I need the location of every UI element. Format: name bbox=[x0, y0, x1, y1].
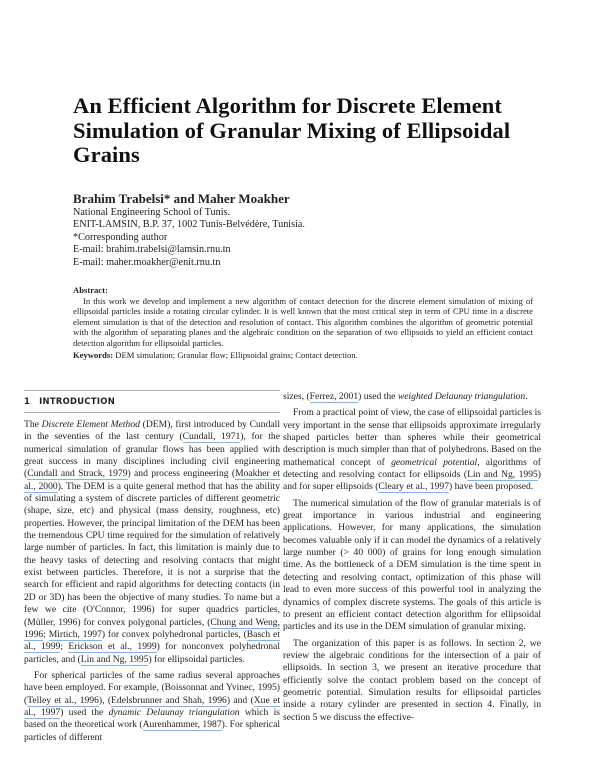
paragraph: The Discrete Element Method (DEM), first… bbox=[24, 419, 281, 666]
emphasis: Discrete Element Method bbox=[41, 419, 140, 430]
citation-link[interactable]: Erickson et al., 1999 bbox=[68, 641, 157, 654]
left-column: The Discrete Element Method (DEM), first… bbox=[24, 419, 280, 744]
email-line: E-mail: maher.moakher@enit.rnu.tn bbox=[73, 256, 221, 268]
citation-link[interactable]: Lin and Ng, 1995 bbox=[80, 653, 149, 666]
citation-link[interactable]: Lin and Ng, 1995 bbox=[467, 469, 538, 482]
citation-link[interactable]: Mirtich, 1997 bbox=[48, 628, 102, 641]
corresponding-author-note: *Corresponding author bbox=[73, 231, 168, 243]
citation-link[interactable]: Cleary et al., 1997 bbox=[378, 481, 449, 494]
citation-link[interactable]: Cundall, 1971 bbox=[182, 431, 241, 444]
keywords: Keywords: DEM simulation; Granular flow;… bbox=[73, 350, 533, 361]
keywords-text: DEM simulation; Granular flow; Ellipsoid… bbox=[115, 350, 358, 360]
author-names: Brahim Trabelsi* and Maher Moakher bbox=[73, 191, 290, 206]
citation-link[interactable]: Aurenhammer, 1987 bbox=[142, 719, 222, 732]
citation-link[interactable]: Telley et al., 1996 bbox=[27, 694, 99, 707]
paper-title: An Efficient Algorithm for Discrete Elem… bbox=[73, 93, 511, 167]
abstract: Abstract: In this work we develop and im… bbox=[73, 285, 533, 349]
citation-link[interactable]: Moakher et al., 2000 bbox=[24, 468, 280, 493]
emphasis: geometrical potential bbox=[391, 456, 478, 468]
affiliation-line: ENIT-LAMSIN, B.P. 37, 1002 Tunis-Belvédè… bbox=[73, 219, 305, 231]
citation-link[interactable]: Chung and Weng, 1996 bbox=[24, 616, 280, 641]
citation-link[interactable]: Edelsbrunner and Shah, 1996 bbox=[111, 694, 227, 707]
abstract-text: In this work we develop and implement a … bbox=[73, 295, 533, 348]
section-title: INTRODUCTION bbox=[39, 396, 116, 406]
affiliation-line: National Engineering School of Tunis. bbox=[73, 207, 231, 218]
section-rule-top bbox=[24, 390, 280, 391]
right-column: sizes, (Ferrez, 2001) used the weighted … bbox=[283, 391, 541, 724]
author-block: Brahim Trabelsi* and Maher Moakher Natio… bbox=[73, 191, 493, 269]
citation-link[interactable]: Basch et al., 1999 bbox=[24, 628, 280, 654]
paragraph-continued: sizes, (Ferrez, 2001) used the weighted … bbox=[283, 391, 528, 403]
citation-link[interactable]: Ferrez, 2001 bbox=[309, 391, 359, 403]
abstract-label: Abstract: bbox=[73, 285, 108, 295]
paragraph: From a practical point of view, the case… bbox=[283, 407, 541, 494]
emphasis: dynamic Delaunay triangulation bbox=[108, 706, 240, 718]
section-number: 1 bbox=[24, 396, 31, 406]
section-rule-bottom bbox=[24, 412, 280, 413]
keywords-label: Keywords: bbox=[73, 350, 114, 360]
citation-link[interactable]: Cundall and Strack, 1979 bbox=[27, 468, 128, 481]
paragraph: The organization of this paper is as fol… bbox=[283, 637, 541, 723]
emphasis: weighted Delaunay triangulation bbox=[397, 391, 526, 402]
paragraph: For spherical particles of the same radi… bbox=[24, 669, 280, 743]
section-heading: 1 INTRODUCTION bbox=[24, 396, 115, 406]
paragraph: The numerical simulation of the flow of … bbox=[283, 497, 541, 633]
email-line: E-mail: brahim.trabelsi@lamsin.rnu.tn bbox=[73, 244, 231, 256]
citation-link[interactable]: Xue et al., 1997 bbox=[24, 694, 280, 719]
